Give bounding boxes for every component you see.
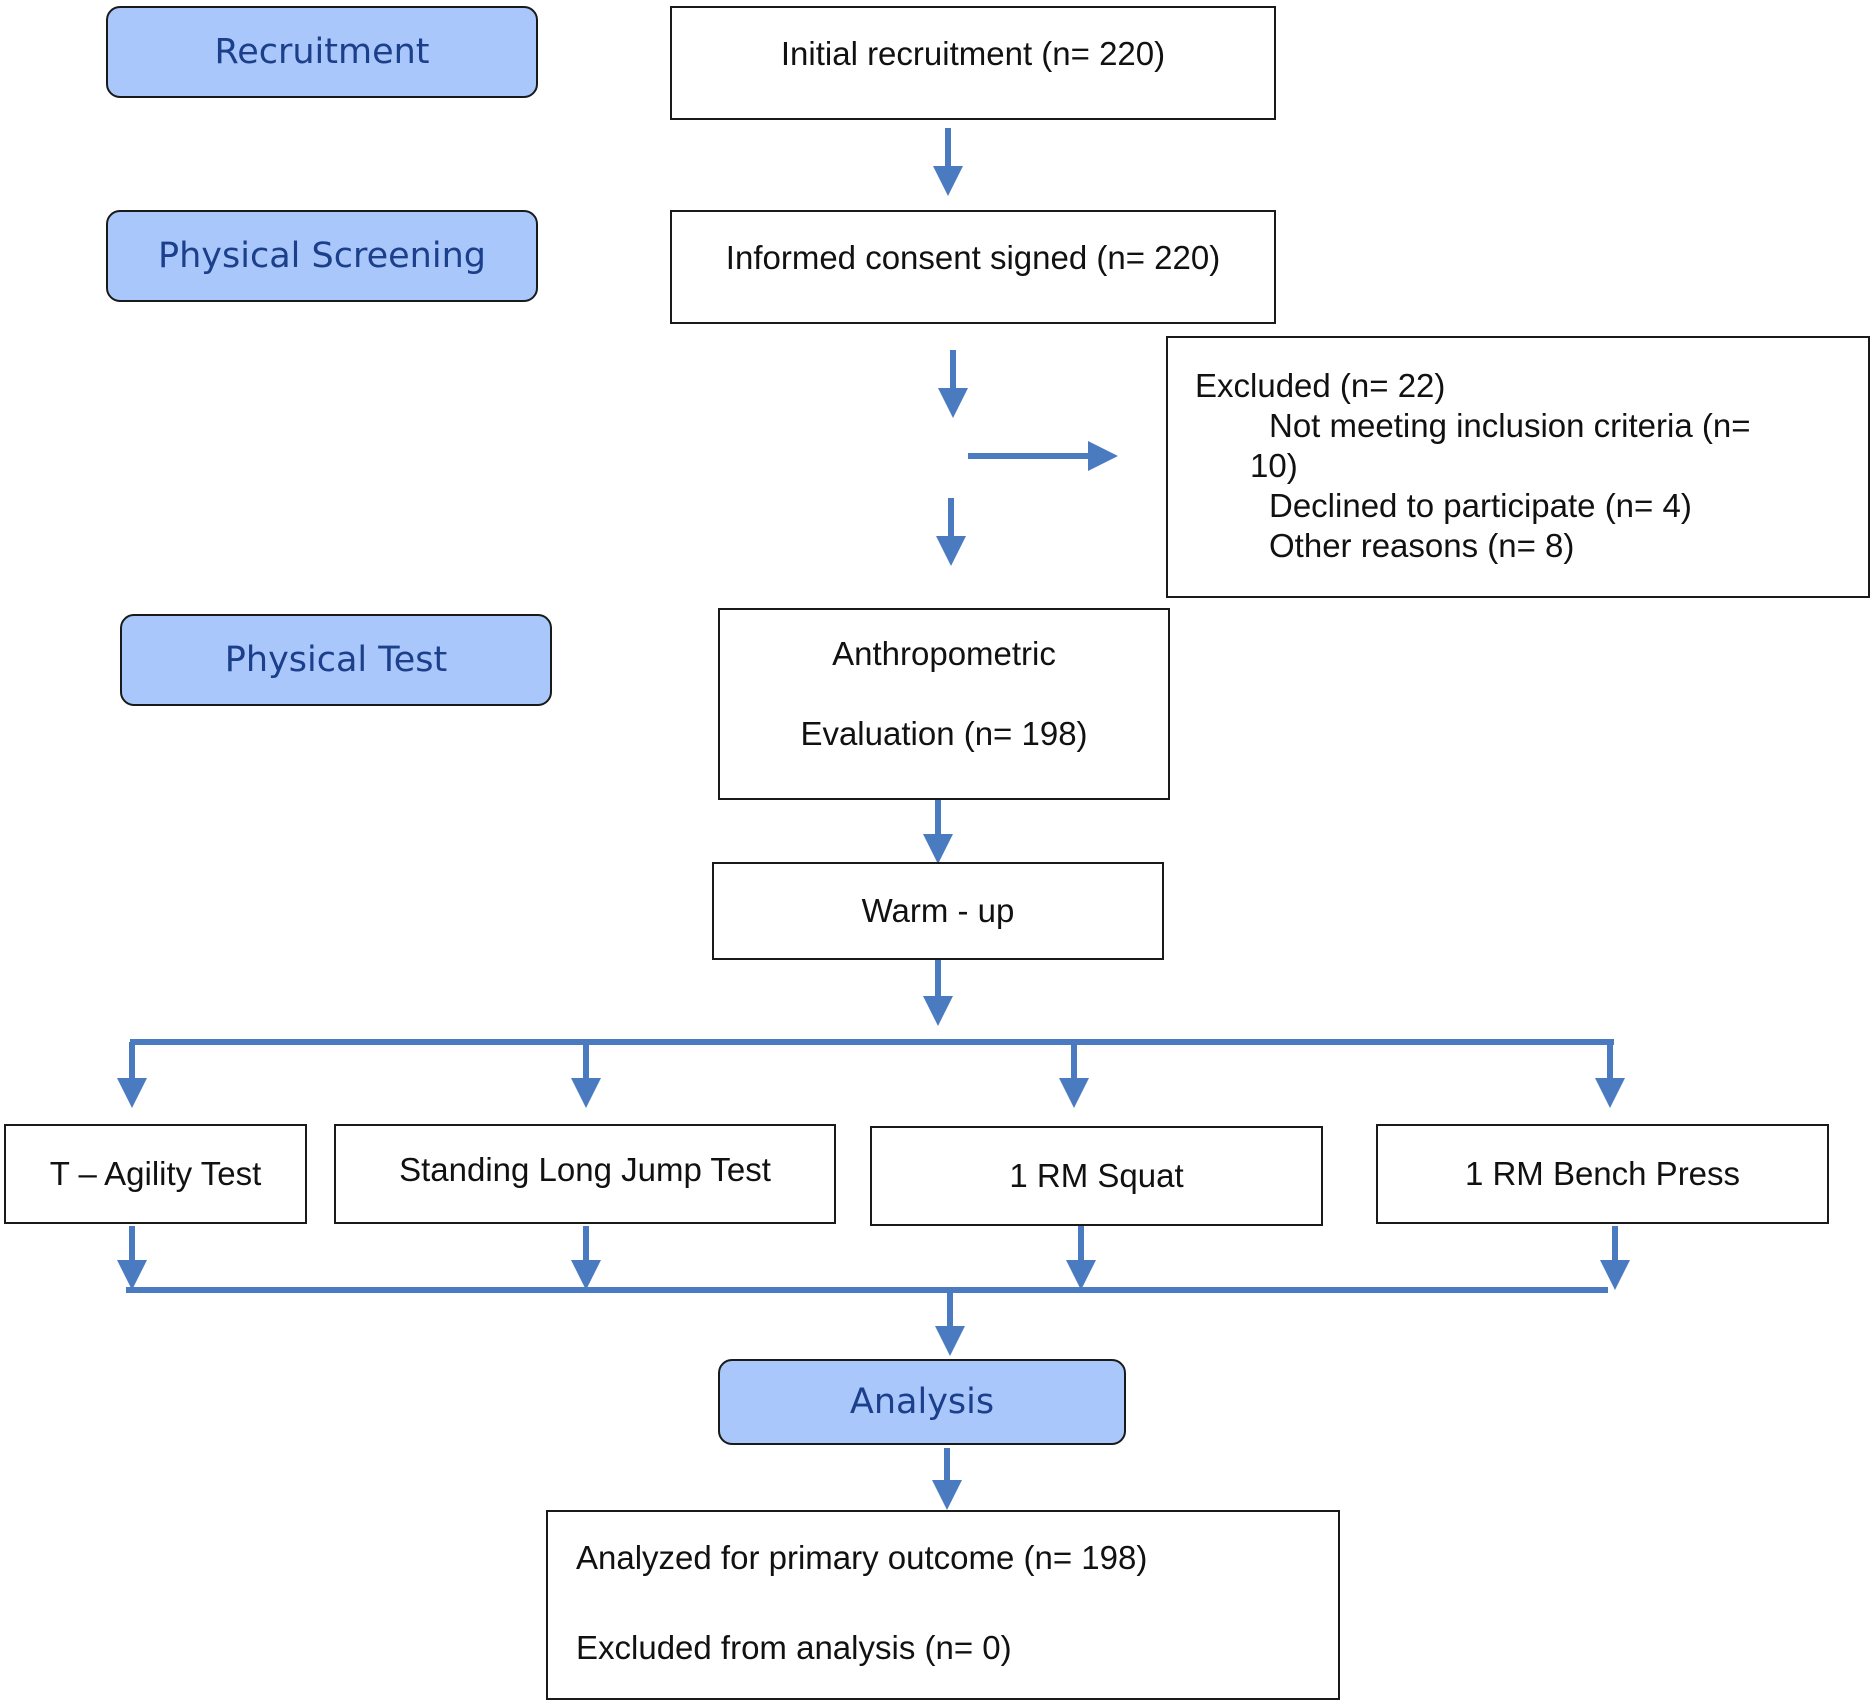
excluded-from-analysis: Excluded from analysis (n= 0) <box>576 1629 1012 1666</box>
stage-physical-screening-label: Physical Screening <box>158 236 486 276</box>
stage-physical-test: Physical Test <box>120 614 552 706</box>
excluded-reason-other: Other reasons (n= 8) <box>1269 527 1575 564</box>
excluded-box: Excluded (n= 22) Not meeting inclusion c… <box>1166 336 1870 598</box>
excluded-reason-inclusion-count: 10) <box>1250 447 1298 484</box>
stage-recruitment-label: Recruitment <box>214 32 430 72</box>
stage-physical-test-label: Physical Test <box>224 640 448 680</box>
informed-consent-box: Informed consent signed (n= 220) <box>670 210 1276 324</box>
test-t-agility-box: T – Agility Test <box>4 1124 307 1224</box>
stage-physical-screening: Physical Screening <box>106 210 538 302</box>
test-bench-press-box: 1 RM Bench Press <box>1376 1124 1829 1224</box>
test-standing-long-jump-text: Standing Long Jump Test <box>399 1151 771 1188</box>
stage-analysis-label: Analysis <box>849 1382 995 1422</box>
test-t-agility-text: T – Agility Test <box>49 1155 262 1192</box>
warmup-box: Warm - up <box>712 862 1164 960</box>
excluded-title: Excluded (n= 22) <box>1195 367 1446 404</box>
test-squat-text: 1 RM Squat <box>1009 1157 1184 1194</box>
test-bench-press-text: 1 RM Bench Press <box>1464 1155 1741 1192</box>
excluded-reason-declined: Declined to participate (n= 4) <box>1269 487 1692 524</box>
excluded-reason-inclusion: Not meeting inclusion criteria (n= <box>1269 407 1751 444</box>
anthropometric-line2: Evaluation (n= 198) <box>800 715 1088 752</box>
final-analysis-box: Analyzed for primary outcome (n= 198) Ex… <box>546 1510 1340 1700</box>
analyzed-primary-outcome: Analyzed for primary outcome (n= 198) <box>576 1539 1148 1576</box>
stage-recruitment: Recruitment <box>106 6 538 98</box>
anthropometric-box: Anthropometric Evaluation (n= 198) <box>718 608 1170 800</box>
initial-recruitment-box: Initial recruitment (n= 220) <box>670 6 1276 120</box>
warmup-text: Warm - up <box>861 892 1015 929</box>
test-standing-long-jump-box: Standing Long Jump Test <box>334 1124 836 1224</box>
anthropometric-line1: Anthropometric <box>832 635 1056 672</box>
informed-consent-text: Informed consent signed (n= 220) <box>725 239 1221 276</box>
initial-recruitment-text: Initial recruitment (n= 220) <box>780 35 1166 72</box>
stage-analysis: Analysis <box>718 1359 1126 1445</box>
test-squat-box: 1 RM Squat <box>870 1126 1323 1226</box>
